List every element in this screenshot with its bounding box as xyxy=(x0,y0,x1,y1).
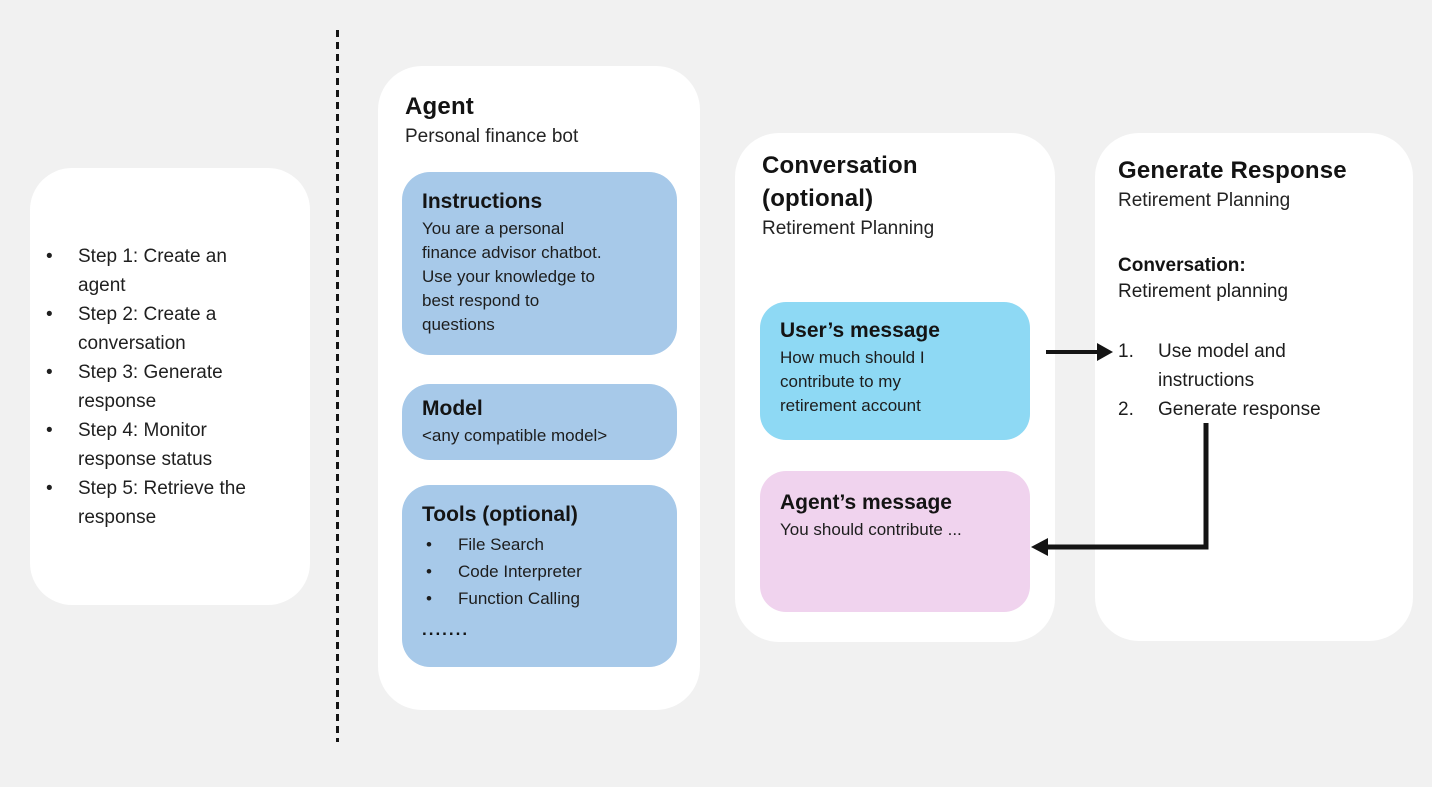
tools-title: Tools (optional) xyxy=(422,503,578,526)
list-item: Step 2: Create a conversation xyxy=(30,300,310,358)
list-item: Generate response xyxy=(1118,395,1321,424)
step-text: Step 2: Create a conversation xyxy=(78,303,217,354)
agent-message-body: You should contribute ... xyxy=(780,520,962,539)
generate-step-text: Generate response xyxy=(1158,399,1321,420)
generate-card-subtitle: Retirement Planning xyxy=(1118,190,1291,211)
list-item: Step 3: Generate response xyxy=(30,358,310,416)
conversation-reference: Conversation: Retirement planning xyxy=(1118,253,1288,305)
api-steps-card: Step 1: Create an agent Step 2: Create a… xyxy=(30,168,310,605)
step-text: Step 1: Create an agent xyxy=(78,245,227,296)
list-item: Step 1: Create an agent xyxy=(30,242,310,300)
list-item: Step 4: Monitor response status xyxy=(30,416,310,474)
agent-message-title: Agent’s message xyxy=(780,491,952,514)
conversation-reference-label: Conversation: xyxy=(1118,255,1246,276)
step-text: Step 4: Monitor response status xyxy=(78,419,213,470)
tools-ellipsis: ....... xyxy=(422,620,470,639)
agent-card-header: Agent Personal finance bot xyxy=(405,90,578,150)
model-body: <any compatible model> xyxy=(422,426,608,445)
step-text: Step 3: Generate response xyxy=(78,361,223,412)
list-item: Step 5: Retrieve the response xyxy=(30,474,310,532)
agent-card: Agent Personal finance bot Instructions … xyxy=(378,66,700,710)
generate-step-text: Use model and instructions xyxy=(1158,341,1286,391)
generate-response-card: Generate Response Retirement Planning Co… xyxy=(1095,133,1413,641)
instructions-title: Instructions xyxy=(422,190,543,213)
agent-card-title: Agent xyxy=(405,93,474,120)
list-item: Code Interpreter xyxy=(422,558,657,585)
generate-card-title: Generate Response xyxy=(1118,157,1347,184)
conversation-reference-value: Retirement planning xyxy=(1118,281,1289,302)
tools-box: Tools (optional) File Search Code Interp… xyxy=(402,485,677,667)
instructions-body: You are a personal finance advisor chatb… xyxy=(422,219,602,334)
list-item: Function Calling xyxy=(422,585,657,612)
tools-list: File Search Code Interpreter Function Ca… xyxy=(422,531,657,612)
conversation-card: Conversation (optional) Retirement Plann… xyxy=(735,133,1055,642)
generate-steps-list: Use model and instructions Generate resp… xyxy=(1118,337,1321,424)
agent-message-box: Agent’s message You should contribute ..… xyxy=(760,471,1030,612)
dashed-divider-line xyxy=(336,30,339,742)
api-steps-list: Step 1: Create an agent Step 2: Create a… xyxy=(30,242,310,532)
list-item: File Search xyxy=(422,531,657,558)
instructions-box: Instructions You are a personal finance … xyxy=(402,172,677,355)
list-item: Use model and instructions xyxy=(1118,337,1321,395)
conversation-card-subtitle: Retirement Planning xyxy=(762,218,935,239)
agent-card-subtitle: Personal finance bot xyxy=(405,126,579,147)
conversation-card-title: Conversation (optional) xyxy=(762,152,918,212)
user-message-box: User’s message How much should I contrib… xyxy=(760,302,1030,440)
model-box: Model <any compatible model> xyxy=(402,384,677,460)
step-text: Step 5: Retrieve the response xyxy=(78,477,246,528)
model-title: Model xyxy=(422,397,483,420)
generate-card-header: Generate Response Retirement Planning xyxy=(1118,154,1347,214)
user-message-title: User’s message xyxy=(780,319,940,342)
user-message-body: How much should I contribute to my retir… xyxy=(780,348,925,415)
conversation-card-header: Conversation (optional) Retirement Plann… xyxy=(762,149,934,242)
